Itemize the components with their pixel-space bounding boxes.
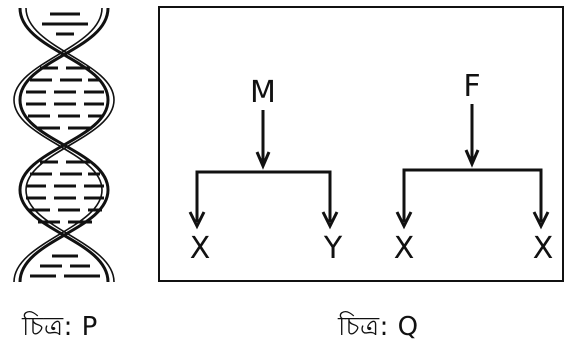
figure-p-caption: চিত্র: P xyxy=(22,312,98,342)
parent-m-branch xyxy=(195,170,332,222)
base-pair-rungs xyxy=(26,12,104,278)
parent-f-branch xyxy=(402,168,543,222)
helix-strand-b xyxy=(18,7,110,283)
offspring-m-2-label: Y xyxy=(323,231,343,266)
dna-double-helix-figure xyxy=(13,7,115,283)
figure-q-caption: চিত্র: Q xyxy=(338,312,419,342)
parent-m-label: M xyxy=(250,75,276,110)
figure-q-frame xyxy=(158,6,564,282)
offspring-m-1-label: X xyxy=(190,231,211,266)
offspring-f-1-label: X xyxy=(394,231,415,266)
parent-f-label: F xyxy=(463,69,480,104)
offspring-f-2-label: X xyxy=(533,231,554,266)
